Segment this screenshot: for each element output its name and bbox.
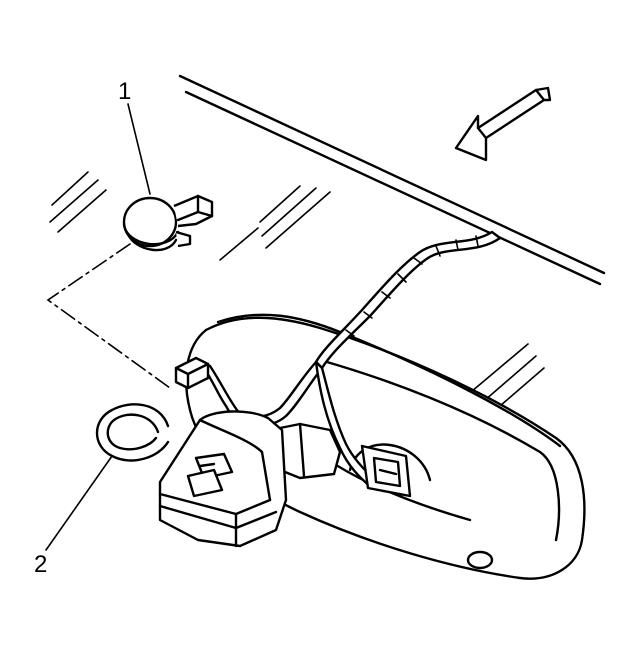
- sensor-cover: [158, 410, 288, 548]
- glass-hatch-marks: [49, 171, 545, 445]
- retaining-ring: [95, 403, 170, 462]
- leader-line-1: [127, 103, 151, 195]
- alignment-centerline: [46, 243, 171, 389]
- windshield-edge: [178, 74, 606, 286]
- mirror-connector: [360, 444, 412, 498]
- harness-connector-small: [174, 356, 210, 390]
- rain-sensor: [122, 194, 214, 252]
- forward-direction-arrow: [454, 86, 552, 162]
- leader-line-2: [45, 455, 113, 551]
- callout-2: 2: [34, 551, 48, 578]
- callout-1: 1: [118, 78, 132, 105]
